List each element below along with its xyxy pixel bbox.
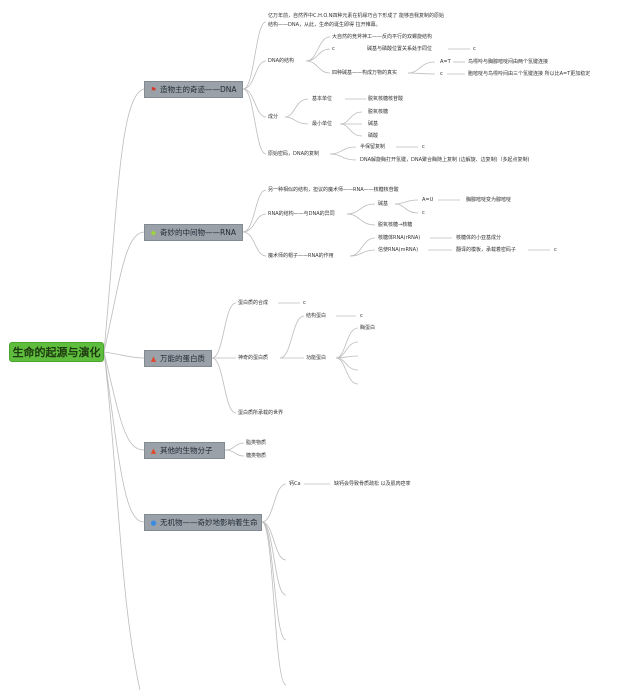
- dna-min1: 脱氧核糖: [368, 109, 389, 115]
- protein-magic[interactable]: 神奇的蛋白质: [238, 355, 269, 361]
- dna-double-helix[interactable]: 大自然的竞斧神工——反向平行的双螺旋结构: [332, 34, 433, 40]
- branch-inorganic-label: 无机物——奇妙地影响着生命: [160, 518, 258, 527]
- branch-dna[interactable]: ⚑造物主的奇迹——DNA: [144, 81, 243, 98]
- rna-structure-node[interactable]: RNA的结构——与DNA的异同: [268, 211, 335, 217]
- rna-rrna-note: 核糖体的小亚基成分: [456, 235, 502, 241]
- branch-inorganic[interactable]: ●无机物——奇妙地影响着生命: [144, 514, 262, 531]
- dna-base-phosphate[interactable]: 碱基与磷酸位置关系处于同位: [367, 46, 433, 52]
- dna-gc-note: 胞嘧啶与鸟嘌呤间由三个氢键连接 所以比A=T更加稳定: [468, 71, 591, 77]
- red-flag-icon: ⚑: [150, 86, 157, 94]
- protein-structural[interactable]: 结构蛋白: [306, 313, 327, 319]
- dna-min3: 磷酸: [368, 133, 379, 139]
- dna-min2: 碱基: [368, 121, 379, 127]
- inorganic-calcium[interactable]: 钙Ca: [289, 481, 301, 487]
- branch-other-molecules[interactable]: ▲其他的生物分子: [144, 442, 225, 459]
- branch-protein-label: 万能的蛋白质: [160, 354, 205, 363]
- protein-enzyme[interactable]: 酶蛋白: [360, 325, 376, 331]
- protein-world[interactable]: 蛋白质所承载的世界: [238, 410, 284, 416]
- dna-intro-line2: 结构——DNA，从此，生命的诞生即得 拉开帷幕。: [268, 22, 381, 28]
- dna-at-note: 鸟嘌呤与胸腺嘧啶间由两个氢键连接: [468, 59, 549, 65]
- dna-helicase-note[interactable]: DNA解旋酶打开氢键，DNA聚合酶随上复制 (边解旋、边复制)（多起点复制): [360, 157, 530, 163]
- rna-bases[interactable]: 碱基: [378, 201, 389, 207]
- dna-s2-prefix: c: [332, 46, 335, 52]
- fire-icon: ▲: [150, 355, 157, 363]
- dna-four-bases[interactable]: 四种碱基——构成万物的真实: [332, 70, 398, 76]
- other-lipids[interactable]: 脂类物质: [246, 440, 267, 446]
- protein-structural-suffix: c: [360, 313, 363, 319]
- green-gem-icon: ◆: [150, 229, 157, 237]
- dna-intro-line1: 亿万年前，自然界中C.H.O.N四种元素在机缘巧合下形成了 能够自我复制的原始: [268, 13, 444, 19]
- rna-rrna[interactable]: 核糖体RNA(rRNA): [378, 235, 421, 241]
- dna-basic-unit[interactable]: 基本单位: [312, 96, 333, 102]
- branch-rna-label: 奇妙的中间物——RNA: [160, 228, 236, 237]
- dna-s2-suffix: c: [473, 46, 476, 52]
- rna-roles-node[interactable]: 魔术师的帽子——RNA的作用: [268, 253, 334, 259]
- rna-intro[interactable]: 另一种相似的结构，担议的魔术师——RNA——核糖核苷酸: [268, 187, 399, 193]
- dna-composition-node[interactable]: 成分: [268, 114, 279, 120]
- dna-at-pair[interactable]: A=T: [440, 59, 451, 65]
- protein-synthesis[interactable]: 蛋白质的合成: [238, 300, 269, 306]
- rna-au-note: 胸腺嘧啶变为腺嘧啶: [466, 197, 512, 203]
- dna-gc-pair[interactable]: c: [440, 71, 443, 77]
- inorganic-calcium-note: 缺钙会导致骨质疏松 以及肌肉痉挛: [334, 481, 411, 487]
- dna-semi-conservative[interactable]: 半保留复制: [360, 144, 386, 150]
- root-topic[interactable]: 生命的起源与演化: [9, 342, 104, 362]
- dna-min-unit[interactable]: 最小单位: [312, 121, 333, 127]
- rna-mrna[interactable]: 信使RNA(mRNA): [378, 247, 419, 253]
- dna-r1-suffix: c: [422, 144, 425, 150]
- rna-c-mark: c: [422, 210, 425, 216]
- other-sugars[interactable]: 糖类物质: [246, 453, 267, 459]
- rna-sugar[interactable]: 脱氧核糖→核糖: [378, 222, 413, 228]
- rna-mrna-note: 翻译的模板，承载着密码子: [456, 247, 517, 253]
- dna-structure-node[interactable]: DNA的结构: [268, 58, 295, 64]
- rna-mrna-suffix: c: [554, 247, 557, 253]
- branch-protein[interactable]: ▲万能的蛋白质: [144, 350, 212, 367]
- dna-basic-unit-value: 脱氧核糖核苷酸: [368, 96, 404, 102]
- blue-drop-icon: ●: [150, 519, 157, 527]
- branch-other-label: 其他的生物分子: [160, 446, 213, 455]
- rna-au-pair[interactable]: A=U: [422, 197, 434, 203]
- fire-icon: ▲: [150, 447, 157, 455]
- protein-synthesis-suffix: c: [303, 300, 306, 306]
- branch-dna-label: 造物主的奇迹——DNA: [160, 85, 237, 94]
- branch-rna[interactable]: ◆奇妙的中间物——RNA: [144, 224, 243, 241]
- dna-replication-node[interactable]: 原始密码，DNA的复制: [268, 151, 320, 157]
- protein-functional[interactable]: 功能蛋白: [306, 355, 327, 361]
